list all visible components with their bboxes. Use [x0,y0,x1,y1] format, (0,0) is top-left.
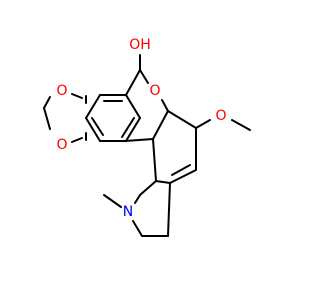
bond [71,137,83,143]
bond [195,119,211,129]
bond [152,110,169,140]
bond [85,94,101,119]
bond [139,69,149,84]
atom-labels: OH O O O O N [56,37,226,220]
bond [125,138,154,142]
bond [43,96,51,109]
dioxole-oxygen-bottom-label: O [56,137,67,153]
bond [132,220,143,237]
bond [167,110,197,129]
dioxole-oxygen-top-label: O [56,83,67,99]
bond [169,169,197,184]
chemical-structure-drawing: OH O O O O N [43,37,251,237]
bond [91,117,104,136]
bond [171,164,191,176]
bond [155,180,171,184]
bonds [43,54,251,237]
bond [121,117,135,138]
bond [139,180,157,196]
bond [125,94,141,119]
pyran-oxygen-label: O [149,83,160,99]
bond [43,107,51,130]
bond [167,182,171,237]
bond [152,138,157,182]
methoxy-oxygen-label: O [215,108,226,124]
bond [134,194,141,204]
nitrogen-label: N [123,204,133,220]
bond [125,117,141,142]
bond [103,194,122,208]
bond [71,93,83,99]
bond [231,119,251,131]
bond [161,99,169,112]
bond [125,69,141,96]
hydroxyl-label: OH [129,37,151,53]
bond [85,117,101,142]
molecule-canvas: OH O O O O N [43,37,251,237]
